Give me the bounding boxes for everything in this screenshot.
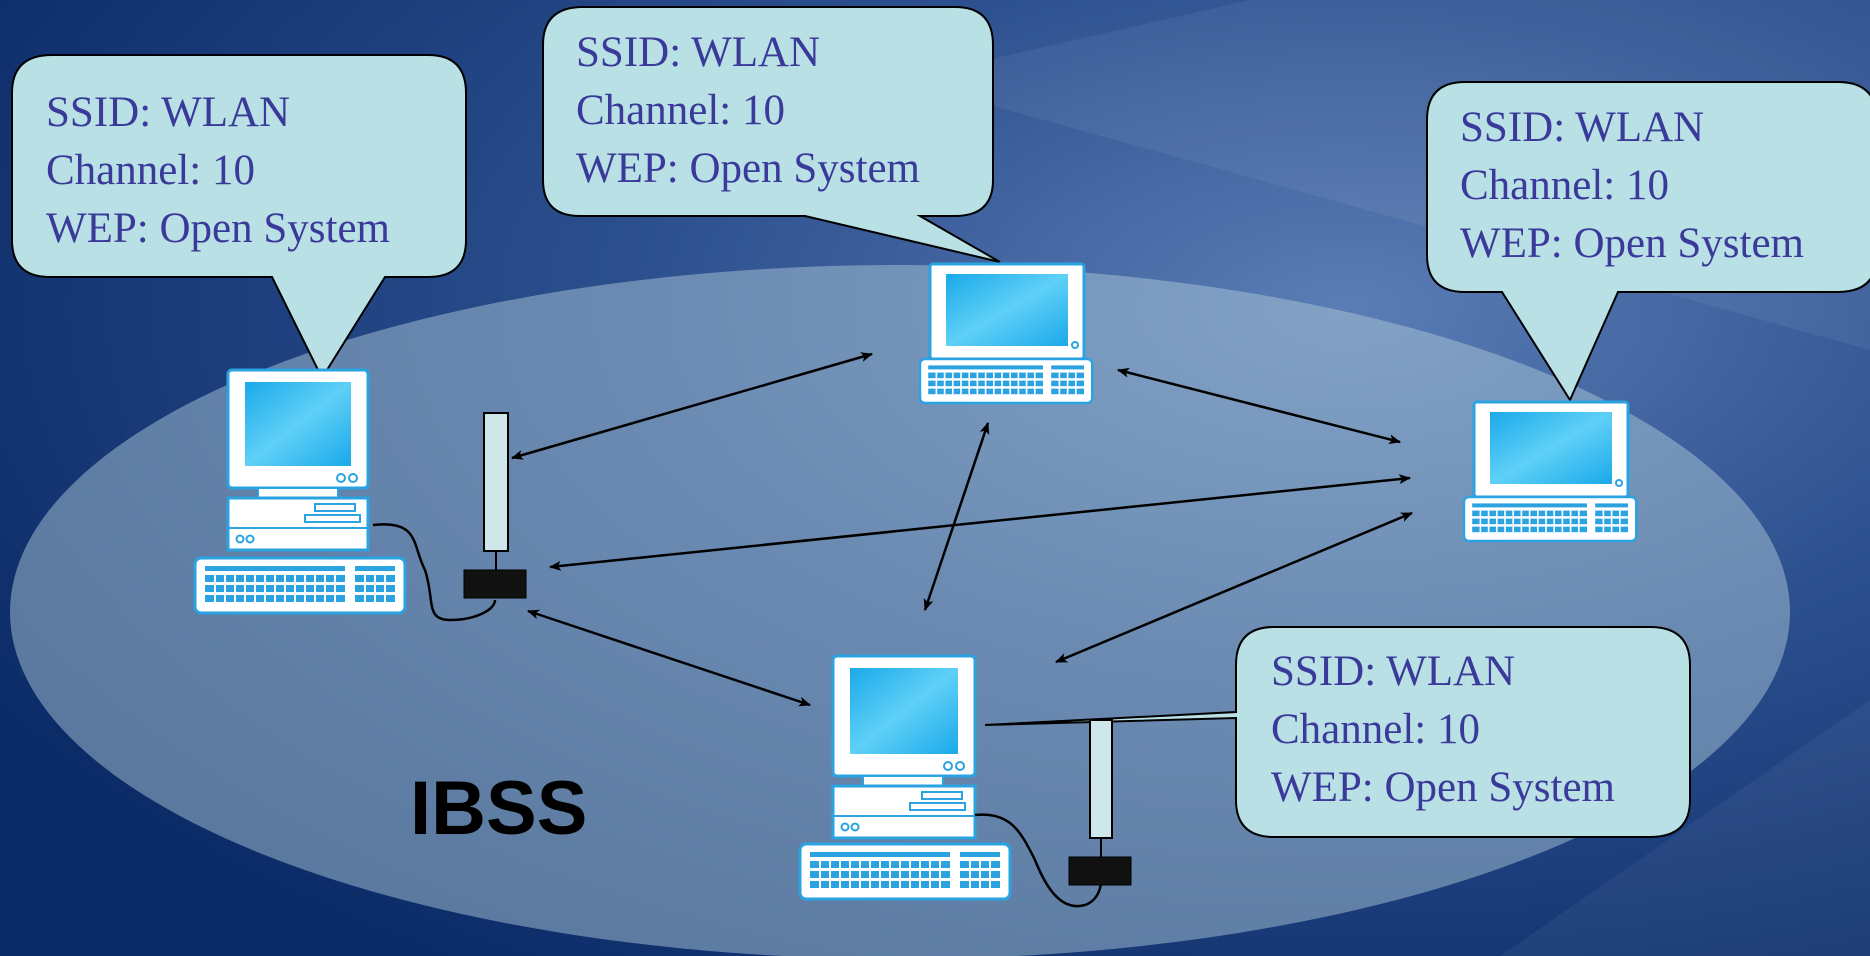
antenna-icon xyxy=(372,412,527,622)
ssid-text: SSID: WLAN xyxy=(576,29,821,76)
station-config-desktop-bottom: SSID: WLAN Channel: 10 WEP: Open System xyxy=(1271,643,1615,817)
channel-text: Channel: 10 xyxy=(1271,706,1480,753)
wep-text: WEP: Open System xyxy=(46,205,390,252)
link-desktop-left-desktop-bottom xyxy=(527,609,811,707)
ssid-text: SSID: WLAN xyxy=(1271,648,1516,695)
desktop-computer-icon xyxy=(193,368,407,615)
link-desktop-bottom-laptop-right xyxy=(1055,511,1413,664)
laptop-computer-icon xyxy=(918,262,1094,405)
channel-text: Channel: 10 xyxy=(46,147,255,194)
wep-text: WEP: Open System xyxy=(1460,220,1804,267)
link-desktop-left-laptop-top xyxy=(511,352,873,460)
link-laptop-top-desktop-bottom xyxy=(923,422,990,611)
callout-bubble-laptop-top xyxy=(542,6,1001,263)
station-config-laptop-top: SSID: WLAN Channel: 10 WEP: Open System xyxy=(576,24,920,198)
ibss-label: IBSS xyxy=(410,766,588,851)
ssid-text: SSID: WLAN xyxy=(46,89,291,136)
channel-text: Channel: 10 xyxy=(1460,162,1669,209)
desktop-computer-icon xyxy=(798,654,1012,901)
wep-text: WEP: Open System xyxy=(576,145,920,192)
antenna-icon xyxy=(974,719,1132,908)
station-config-laptop-right: SSID: WLAN Channel: 10 WEP: Open System xyxy=(1460,99,1804,273)
station-config-desktop-left: SSID: WLAN Channel: 10 WEP: Open System xyxy=(46,84,390,258)
channel-text: Channel: 10 xyxy=(576,87,785,134)
callout-bubble-laptop-right xyxy=(1426,81,1870,403)
wep-text: WEP: Open System xyxy=(1271,764,1615,811)
ssid-text: SSID: WLAN xyxy=(1460,104,1705,151)
laptop-computer-icon xyxy=(1462,400,1638,543)
link-laptop-top-laptop-right xyxy=(1117,367,1401,445)
callout-bubble-desktop-left xyxy=(11,54,467,381)
